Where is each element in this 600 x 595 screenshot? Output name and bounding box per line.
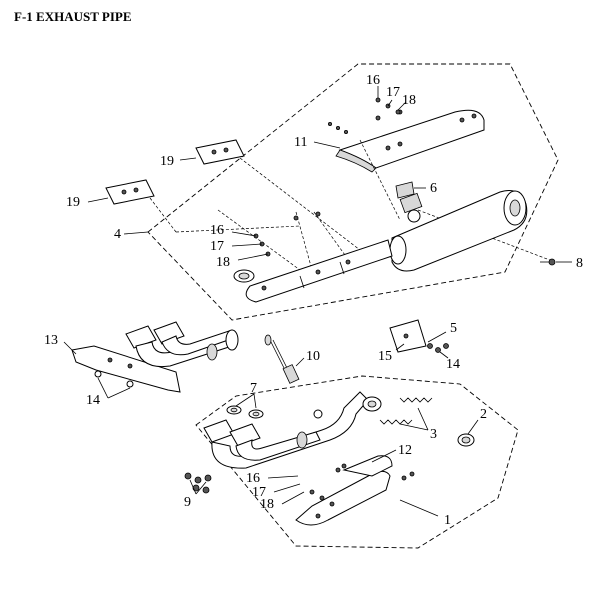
callout-13: 13 <box>44 333 58 348</box>
callout-6: 6 <box>430 181 437 196</box>
muffler-body <box>389 190 528 272</box>
callout-11: 11 <box>294 135 307 150</box>
diagram-title: F-1 EXHAUST PIPE <box>14 9 132 24</box>
gasket-2 <box>457 433 475 447</box>
callout-9: 9 <box>184 495 191 510</box>
heat-pad-bottom <box>105 179 155 205</box>
callout-16-bottom: 16 <box>246 471 260 486</box>
callout-14-left: 14 <box>86 393 100 408</box>
callout-18-top: 18 <box>402 93 416 108</box>
header-pipes-lower <box>203 391 382 469</box>
lower-group-outline <box>195 375 519 549</box>
callout-3: 3 <box>430 427 437 442</box>
callout-19-top: 19 <box>160 154 174 169</box>
callout-7: 7 <box>250 381 257 396</box>
lower-heat-shield <box>295 455 415 526</box>
callout-18-mid: 18 <box>216 255 230 270</box>
callout-1: 1 <box>444 513 451 528</box>
callout-17-mid: 17 <box>210 239 224 254</box>
bracket-15 <box>389 319 427 353</box>
callout-10: 10 <box>306 349 320 364</box>
gaskets-7 <box>226 405 264 419</box>
fasteners-14-right <box>427 343 449 353</box>
callout-17-bottom: 17 <box>252 485 266 500</box>
callout-labels: 16 17 18 11 19 19 6 4 16 17 18 8 13 5 15… <box>44 73 583 528</box>
callout-8: 8 <box>576 256 583 271</box>
sensor-10 <box>264 334 300 384</box>
callout-18-bottom: 18 <box>260 497 274 512</box>
leader-lines <box>63 86 572 517</box>
upper-pipe <box>233 239 393 303</box>
header-pipes-upper-left <box>125 321 239 368</box>
nuts-9 <box>184 472 212 494</box>
callout-19-bottom: 19 <box>66 195 80 210</box>
bolt-8 <box>540 258 556 266</box>
bracket-13 <box>71 345 181 393</box>
bracket-6 <box>395 181 415 199</box>
callout-4: 4 <box>114 227 121 242</box>
springs-3 <box>379 397 433 425</box>
upper-heat-shield <box>327 109 485 173</box>
fasteners-upper-left <box>253 211 321 257</box>
callout-14-right: 14 <box>446 357 460 372</box>
callout-15: 15 <box>378 349 392 364</box>
callout-5: 5 <box>450 321 457 336</box>
upper-group-outline <box>147 63 559 321</box>
callout-2: 2 <box>480 407 487 422</box>
callout-16-mid: 16 <box>210 223 224 238</box>
alignment-lines <box>149 139 556 271</box>
callout-12: 12 <box>398 443 412 458</box>
callout-16-top: 16 <box>366 73 380 88</box>
heat-pad-top <box>195 139 245 165</box>
callout-17-top: 17 <box>386 85 400 100</box>
